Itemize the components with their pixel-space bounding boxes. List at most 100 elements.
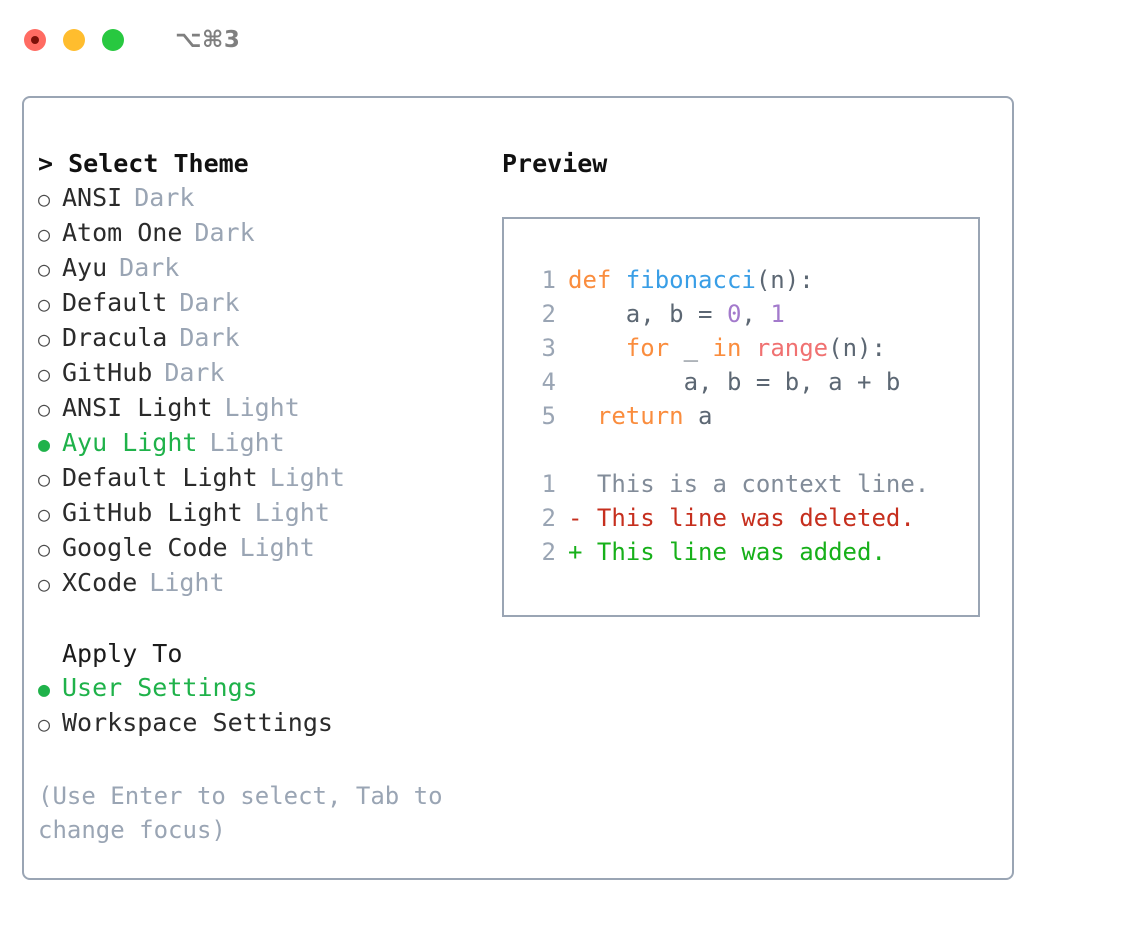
radio-selected-icon: ● [38, 677, 51, 701]
theme-option-label: ANSI [62, 183, 123, 212]
radio-unselected-icon: ○ [38, 397, 51, 421]
title-bar: ⌥⌘3 [0, 0, 1140, 80]
code-token: (n): [755, 266, 814, 294]
diff-sign: - [568, 504, 597, 532]
theme-option-kind: Light [209, 428, 285, 457]
code-token: in [712, 334, 742, 362]
code-token: return [596, 402, 684, 430]
code-token [568, 334, 626, 362]
maximize-button-icon[interactable] [102, 29, 124, 51]
theme-option-label: Ayu Light [62, 428, 198, 457]
code-token: a, b = [568, 300, 727, 328]
radio-unselected-icon: ○ [38, 327, 51, 351]
theme-option-label: Dracula [62, 323, 168, 352]
code-token: 0 [726, 300, 742, 328]
theme-option-kind: Dark [164, 358, 225, 387]
radio-unselected-icon: ○ [38, 537, 51, 561]
line-number: 2 [541, 504, 556, 532]
line-number: 2 [541, 538, 556, 566]
code-token: a [683, 402, 713, 430]
code-diff-spacer [522, 433, 978, 467]
traffic-light-group [24, 29, 124, 51]
radio-unselected-icon: ○ [38, 292, 51, 316]
diff-line-text: This line was deleted. [596, 504, 915, 532]
theme-option-label: Default Light [62, 463, 258, 492]
code-token: (n): [828, 334, 886, 362]
apply-option-workspace-settings[interactable]: ○Workspace Settings [38, 706, 498, 741]
theme-option-label: Google Code [62, 533, 228, 562]
code-line-text: def fibonacci(n): [568, 263, 814, 297]
diff-sample: 1 This is a context line.2- This line wa… [522, 467, 978, 569]
radio-unselected-icon: ○ [38, 572, 51, 596]
diff-sign: + [568, 538, 597, 566]
theme-option-default-light[interactable]: ○ Default Light Light [38, 461, 498, 496]
code-line: 4 a, b = b, a + b [522, 365, 978, 399]
code-token: , [741, 300, 771, 328]
code-token: range [755, 334, 829, 362]
code-line: 2 a, b = 0, 1 [522, 297, 978, 331]
theme-option-ansi-light[interactable]: ○ ANSI Light Light [38, 391, 498, 426]
diff-line-text: This is a context line. [596, 470, 930, 498]
theme-option-google-code[interactable]: ○ Google Code Light [38, 531, 498, 566]
minimize-button-icon[interactable] [63, 29, 85, 51]
line-number: 1 [541, 266, 556, 294]
theme-option-kind: Light [149, 568, 225, 597]
code-token: _ [669, 334, 713, 362]
theme-option-kind: Light [224, 393, 300, 422]
diff-line: 2- This line was deleted. [522, 501, 978, 535]
apply-to-section: Apply To ●User Settings○Workspace Settin… [38, 637, 498, 741]
theme-option-label: XCode [62, 568, 138, 597]
radio-unselected-icon: ○ [38, 502, 51, 526]
code-line: 1 def fibonacci(n): [522, 263, 978, 297]
code-token [568, 402, 597, 430]
theme-option-ansi[interactable]: ○ ANSI Dark [38, 181, 498, 216]
theme-option-kind: Dark [134, 183, 195, 212]
close-button-icon[interactable] [24, 29, 46, 51]
theme-option-dracula[interactable]: ○ Dracula Dark [38, 321, 498, 356]
code-token: 1 [770, 300, 785, 328]
code-token: for [625, 334, 670, 362]
theme-option-label: ANSI Light [62, 393, 213, 422]
diff-line: 2+ This line was added. [522, 535, 978, 569]
code-line: 5 return a [522, 399, 978, 433]
code-token: a, b = b, a + b [568, 368, 901, 396]
theme-option-label: Default [62, 288, 168, 317]
line-number: 2 [541, 300, 556, 328]
theme-option-xcode[interactable]: ○ XCode Light [38, 566, 498, 601]
code-line-text: a, b = b, a + b [568, 365, 901, 399]
line-number: 3 [541, 334, 556, 362]
apply-option-user-settings[interactable]: ● User Settings [38, 671, 498, 706]
preview-title: Preview [502, 149, 608, 178]
apply-option-label: User Settings [62, 673, 258, 702]
line-number: 1 [541, 470, 556, 498]
theme-option-kind: Dark [119, 253, 180, 282]
radio-unselected-icon: ○ [38, 362, 51, 386]
theme-option-kind: Dark [179, 323, 240, 352]
radio-unselected-icon: ○ [38, 467, 51, 491]
apply-to-list[interactable]: ● User Settings ○Workspace Settings [38, 671, 498, 741]
line-number: 4 [541, 368, 556, 396]
code-line-text: return a [568, 399, 713, 433]
theme-option-kind: Light [269, 463, 345, 492]
radio-unselected-icon: ○ [38, 257, 51, 281]
radio-unselected-icon: ○ [38, 187, 51, 211]
select-theme-header: > Select Theme [38, 149, 249, 178]
theme-option-kind: Light [239, 533, 315, 562]
apply-option-label: Workspace Settings [62, 708, 333, 737]
code-token: def [568, 266, 626, 294]
diff-line: 1 This is a context line. [522, 467, 978, 501]
line-number: 5 [541, 402, 556, 430]
